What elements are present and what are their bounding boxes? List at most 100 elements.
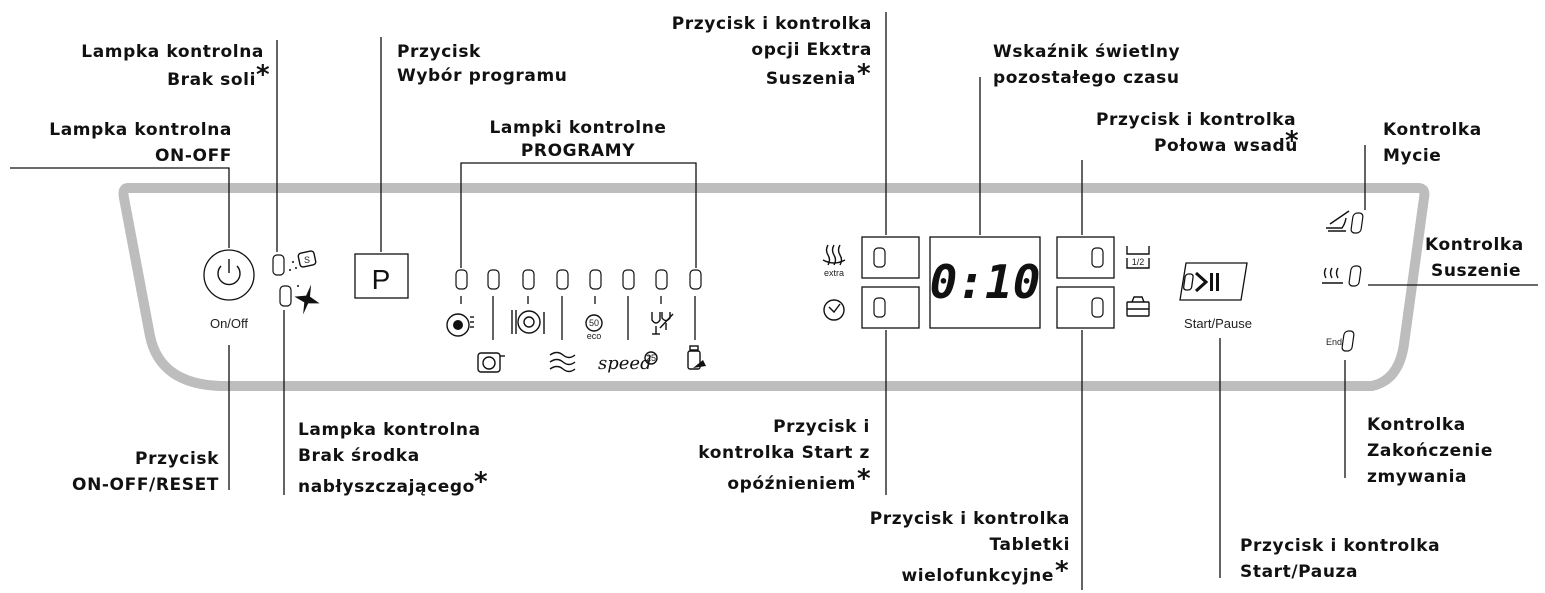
callout-program-line1: Przycisk bbox=[397, 42, 481, 62]
play-pause-icon bbox=[1182, 271, 1219, 293]
rinse-aid-lamp bbox=[279, 285, 292, 307]
callout-salt-line1: Lampka kontrolna bbox=[81, 42, 264, 62]
power-button[interactable] bbox=[203, 249, 255, 301]
program-select-button[interactable]: P bbox=[354, 253, 409, 299]
dry-icon bbox=[1322, 267, 1343, 284]
callout-salt-asterisk: * bbox=[256, 60, 270, 90]
svg-text:extra: extra bbox=[824, 268, 844, 278]
svg-text:S: S bbox=[304, 255, 310, 265]
program-lamp bbox=[455, 269, 468, 290]
callout-tablets-line2: Tabletki bbox=[990, 535, 1070, 555]
callout-end-line2: Zakończenie bbox=[1367, 441, 1493, 461]
onoff-caption: On/Off bbox=[210, 316, 248, 331]
start-pause-button[interactable] bbox=[1179, 262, 1248, 301]
callout-start-line2: Start/Pauza bbox=[1240, 562, 1358, 582]
program-lamp bbox=[556, 269, 569, 290]
svg-text:25: 25 bbox=[646, 353, 656, 363]
callout-dry-line2: Suszenie bbox=[1431, 261, 1521, 281]
dry-lamp bbox=[1348, 265, 1362, 287]
half-load-lamp bbox=[1091, 247, 1104, 268]
speed-25-icon: speed 25 bbox=[598, 351, 658, 374]
callout-extra-dry-asterisk: * bbox=[857, 59, 871, 89]
callout-half-load-line2: Połowa wsadu bbox=[1154, 136, 1298, 156]
power-icon bbox=[217, 259, 241, 286]
pot-icon bbox=[477, 352, 505, 373]
callout-start-line1: Przycisk i kontrolka bbox=[1240, 536, 1440, 556]
start-pause-lamp bbox=[1182, 273, 1194, 291]
plates-icon bbox=[511, 310, 545, 334]
intensive-pot-icon bbox=[446, 313, 474, 337]
callout-rinse-line2: Brak środka bbox=[298, 446, 420, 466]
steam-extra-icon: extra bbox=[822, 244, 846, 278]
program-lamp-row bbox=[455, 269, 702, 290]
callout-end-line1: Kontrolka bbox=[1367, 415, 1466, 435]
svg-text:50: 50 bbox=[589, 318, 599, 328]
callout-delay-line3: opóźnieniem bbox=[727, 474, 856, 494]
callout-wash-line1: Kontrolka bbox=[1383, 120, 1482, 140]
callout-extra-dry-line3: Suszenia bbox=[766, 69, 856, 89]
glass-icon bbox=[651, 312, 674, 335]
callout-onoff-btn-line1: Przycisk bbox=[135, 449, 219, 469]
display-time-text: 0:10 bbox=[930, 255, 1041, 309]
callout-half-load-line1: Przycisk i kontrolka bbox=[1096, 110, 1296, 130]
callout-half-load-asterisk: * bbox=[1285, 126, 1299, 156]
callout-extra-dry-line1: Przycisk i kontrolka bbox=[672, 14, 872, 34]
callout-delay-line1: Przycisk i bbox=[773, 417, 870, 437]
program-lamp bbox=[487, 269, 500, 290]
callout-tablets-asterisk: * bbox=[1055, 556, 1069, 586]
callout-programs-line2: PROGRAMY bbox=[521, 141, 635, 161]
end-caption: End bbox=[1326, 337, 1342, 347]
callout-onoff-lamp-line2: ON-OFF bbox=[155, 146, 232, 166]
svg-text:1/2: 1/2 bbox=[1132, 257, 1145, 267]
program-lamp bbox=[589, 269, 602, 290]
callout-program-line2: Wybór programu bbox=[397, 66, 567, 86]
remaining-time-display: 0:10 bbox=[929, 236, 1041, 329]
sparkle-icon bbox=[294, 284, 320, 315]
callout-onoff-btn-line2: ON-OFF/RESET bbox=[72, 475, 219, 495]
callout-delay-line2: kontrolka Start z bbox=[698, 443, 870, 463]
callout-programs-line1: Lampki kontrolne bbox=[489, 118, 666, 138]
svg-text:speed: speed bbox=[598, 353, 652, 374]
wash-lamp bbox=[1350, 212, 1364, 234]
callout-salt-line2: Brak soli bbox=[167, 70, 256, 90]
delay-start-button[interactable] bbox=[861, 286, 920, 329]
end-lamp bbox=[1341, 330, 1355, 352]
callout-rinse-line1: Lampka kontrolna bbox=[298, 420, 481, 440]
svg-text:eco: eco bbox=[587, 331, 602, 341]
panel-outline bbox=[118, 183, 1430, 391]
callout-end-line3: zmywania bbox=[1367, 467, 1467, 487]
half-load-button[interactable] bbox=[1056, 236, 1115, 279]
program-key-label: P bbox=[372, 264, 391, 295]
callout-delay-asterisk: * bbox=[857, 464, 871, 494]
extra-dry-lamp bbox=[873, 247, 886, 268]
clock-icon bbox=[823, 299, 845, 321]
callout-rinse-line3: nabłyszczającego bbox=[298, 477, 475, 497]
multi-tablet-button[interactable] bbox=[1056, 286, 1115, 329]
program-lamp bbox=[622, 269, 635, 290]
pre-wash-icon bbox=[549, 351, 576, 373]
eco-50-icon: 50 eco bbox=[585, 314, 603, 341]
tablet-icon bbox=[1126, 296, 1150, 317]
salt-lamp bbox=[272, 254, 285, 276]
extra-dry-button[interactable] bbox=[861, 236, 920, 279]
half-load-icon: 1/2 bbox=[1126, 246, 1150, 269]
program-lamp bbox=[522, 269, 535, 290]
program-lamp bbox=[655, 269, 668, 290]
callout-onoff-lamp-line1: Lampka kontrolna bbox=[49, 120, 232, 140]
delay-start-lamp bbox=[873, 297, 886, 318]
wash-icon bbox=[1326, 210, 1350, 232]
callout-wash-line2: Mycie bbox=[1383, 146, 1441, 166]
callout-dry-line1: Kontrolka bbox=[1425, 235, 1524, 255]
callout-tablets-line1: Przycisk i kontrolka bbox=[870, 509, 1070, 529]
callout-rinse-asterisk: * bbox=[474, 467, 488, 497]
program-lamp bbox=[689, 269, 702, 290]
start-pause-caption: Start/Pause bbox=[1184, 316, 1252, 331]
baby-bottle-icon bbox=[687, 345, 706, 370]
salt-icon: S bbox=[289, 250, 317, 271]
callout-display-line1: Wskaźnik świetlny bbox=[993, 42, 1180, 62]
callout-tablets-line3: wielofunkcyjne bbox=[902, 566, 1055, 586]
callout-extra-dry-line2: opcji Ekxtra bbox=[751, 40, 872, 60]
leader-lines bbox=[10, 12, 1538, 590]
